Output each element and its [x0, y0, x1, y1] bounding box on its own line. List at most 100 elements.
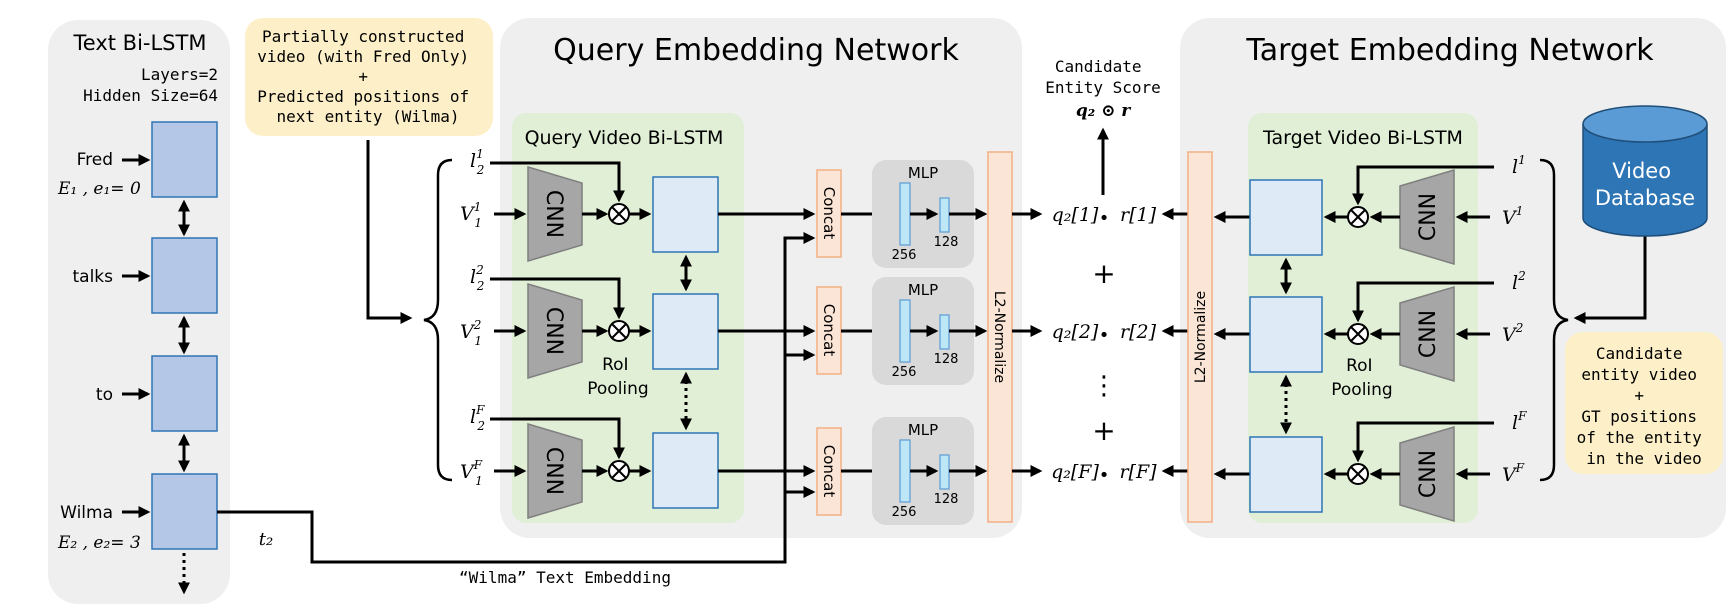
query-lstm-cell-1 [652, 176, 719, 253]
target-note [1565, 332, 1723, 474]
target-lstm-cell-2 [1249, 296, 1323, 373]
target-note-line: entity video [1581, 365, 1697, 384]
word-to: to [96, 385, 113, 405]
target-video-lstm-title: Target Video Bi-LSTM [1262, 127, 1463, 149]
query-network-title: Query Embedding Network [553, 33, 959, 68]
query-otimes-2 [608, 320, 630, 342]
query-cnn-1 [527, 165, 583, 263]
target-otimes-2 [1347, 323, 1369, 345]
target-v-input-f: VF [1502, 461, 1525, 486]
target-v-input-1: V1 [1502, 204, 1523, 229]
mlp-dim-128: 128 [934, 352, 959, 367]
mlp-layer-128-2 [939, 314, 950, 350]
mlp-layer-256-f [899, 439, 911, 503]
target-l2-normalize [1187, 151, 1213, 523]
dot-2: • [1099, 325, 1110, 346]
target-cnn-f [1399, 425, 1455, 523]
entity-label-wilma: E₂ , e₂= 3 [57, 533, 141, 553]
target-l-input-2: l2 [1512, 269, 1526, 294]
video-database-label: Video Database [1595, 159, 1695, 210]
query-roi-pooling-label: RoI Pooling [587, 355, 648, 399]
target-l2-normalize-label: L2-Normalize [1193, 291, 1209, 383]
q2-2: q₂[2] [1052, 321, 1099, 343]
query-input-brace [423, 158, 453, 482]
q2-f: q₂[F] [1051, 461, 1099, 483]
text-lstm-cell-to [151, 355, 218, 432]
query-lstm-cell-2 [652, 293, 719, 370]
t2-label: t₂ [259, 529, 273, 550]
mlp-dim-128: 128 [934, 492, 959, 507]
query-cnn-f [527, 422, 583, 520]
mlp-label-f: MLP [908, 421, 938, 439]
query-lstm-cell-f [652, 432, 719, 509]
concat-label: Concat [820, 445, 838, 498]
target-l-input-1: l1 [1512, 153, 1526, 178]
word-talks: talks [72, 267, 113, 287]
query-cnn-2 [527, 282, 583, 380]
word-wilma: Wilma [60, 503, 113, 523]
target-cnn-label: CNN [1416, 450, 1441, 498]
mlp-dim-256: 256 [892, 365, 917, 380]
score-formula: q₂ ⊙ r [1076, 101, 1131, 121]
target-network-title: Target Embedding Network [1245, 33, 1654, 68]
target-input-brace [1539, 158, 1569, 482]
query-note-line: + [358, 67, 368, 86]
target-note-line: in the video [1586, 449, 1702, 468]
r-f: r[F] [1119, 461, 1157, 483]
concat-label: Concat [820, 187, 838, 240]
concat-box-f [816, 427, 842, 516]
query-cnn-label: CNN [541, 190, 566, 238]
hidden-size-label: Hidden Size=64 [83, 86, 218, 105]
target-cnn-label: CNN [1416, 310, 1441, 358]
query-note-line: next entity (Wilma) [276, 107, 459, 126]
text-lstm-cell-fred [151, 121, 218, 198]
query-cnn-label: CNN [541, 447, 566, 495]
layers-label: Layers=2 [141, 65, 218, 84]
candidate-score-label: Candidate Entity Score [1045, 57, 1161, 97]
target-v-input-2: V2 [1502, 321, 1523, 346]
target-note-line: GT positions [1581, 407, 1697, 426]
target-note-text: Candidate entity video + GT positions of… [1577, 344, 1712, 468]
query-cnn-label: CNN [541, 307, 566, 355]
dot-1: • [1099, 208, 1110, 229]
query-video-lstm-title: Query Video Bi-LSTM [525, 127, 724, 149]
query-note [245, 18, 493, 136]
target-lstm-cell-f [1249, 436, 1323, 513]
query-l2-normalize-label: L2-Normalize [991, 291, 1007, 383]
target-note-line: Candidate [1596, 344, 1683, 363]
text-lstm-cell-talks [151, 237, 218, 314]
mlp-dim-256: 256 [892, 505, 917, 520]
query-otimes-f [608, 460, 630, 482]
target-roi-pooling-label: RoI Pooling [1331, 356, 1392, 400]
query-note-line: Predicted positions of [257, 87, 469, 106]
text-lstm-cell-wilma [151, 473, 218, 550]
dot-f: • [1099, 465, 1110, 486]
mlp-layer-128-f [939, 454, 950, 490]
mlp-layer-256-1 [899, 182, 911, 246]
target-cnn-2 [1399, 285, 1455, 383]
concat-box-1 [816, 169, 842, 258]
word-fred: Fred [77, 150, 113, 170]
video-database-icon [1582, 105, 1708, 237]
mlp-label-2: MLP [908, 281, 938, 299]
entity-label-fred: E₁ , e₁= 0 [57, 179, 141, 199]
query-note-text: Partially constructed video (with Fred O… [257, 27, 479, 126]
wilma-text-embedding-label: “Wilma” Text Embedding [459, 568, 671, 587]
mlp-dim-256: 256 [892, 248, 917, 263]
target-cnn-label: CNN [1416, 193, 1441, 241]
mlp-layer-128-1 [939, 197, 950, 233]
mlp-layer-256-2 [899, 299, 911, 363]
target-lstm-cell-1 [1249, 179, 1323, 256]
r-1: r[1] [1120, 204, 1157, 226]
r-2: r[2] [1120, 321, 1157, 343]
vertical-dots: ⋮ [1091, 371, 1117, 401]
plus-1: + [1092, 257, 1115, 290]
target-note-line: + [1634, 386, 1644, 405]
query-otimes-1 [608, 203, 630, 225]
target-note-line: of the entity [1577, 428, 1703, 447]
mlp-label-1: MLP [908, 164, 938, 182]
